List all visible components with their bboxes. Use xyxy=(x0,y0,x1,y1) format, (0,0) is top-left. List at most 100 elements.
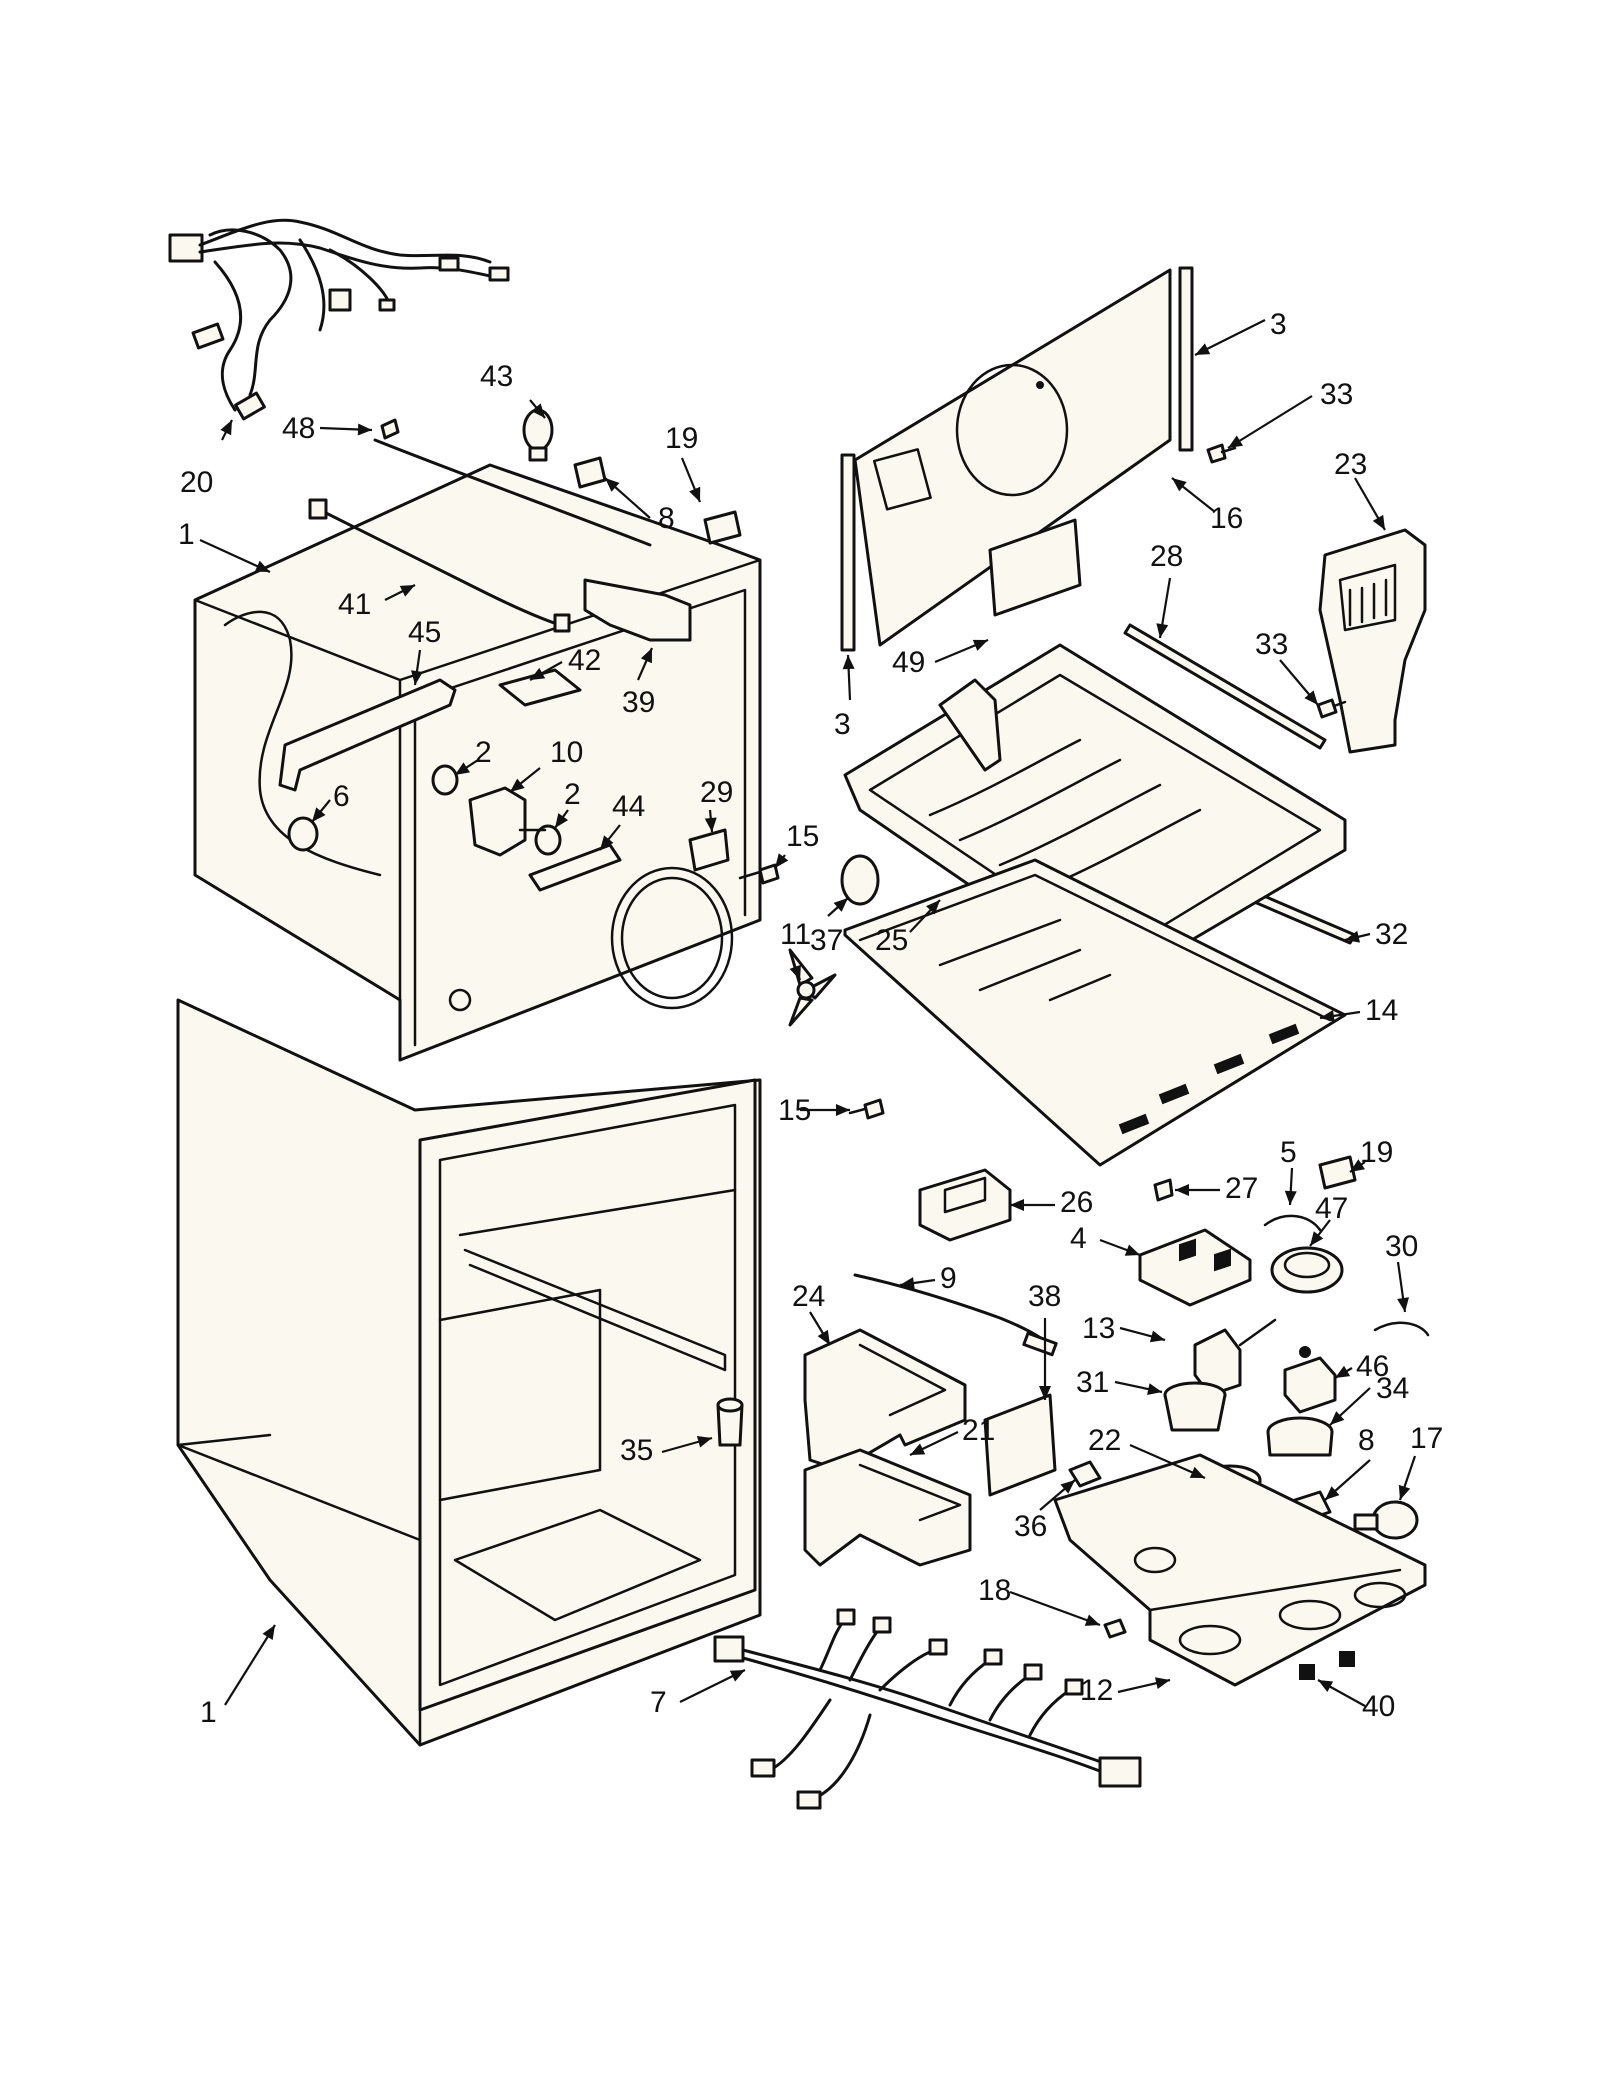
mounting-bracket xyxy=(528,843,622,892)
leader-arrowhead xyxy=(696,1435,712,1448)
leader-arrowhead xyxy=(1189,1466,1205,1478)
screw-fan-upper xyxy=(738,863,780,885)
leader-arrowhead xyxy=(1060,1480,1075,1494)
callout-20: 20 xyxy=(180,466,213,499)
callout-1b: 1 xyxy=(200,1696,217,1729)
callout-17: 17 xyxy=(1410,1422,1443,1455)
leader-arrowhead xyxy=(1330,1411,1345,1425)
leader-arrowhead xyxy=(836,1104,850,1116)
leader-arrowhead xyxy=(605,478,620,492)
wire-lead xyxy=(308,498,571,633)
ice-chute xyxy=(803,1448,972,1567)
lamp-socket-upper xyxy=(573,456,607,489)
mounting-clip xyxy=(1068,1460,1102,1488)
callout-8: 8 xyxy=(658,502,675,535)
callout-46: 46 xyxy=(1356,1350,1389,1383)
callout-11: 11 xyxy=(780,918,811,951)
leader-arrowhead xyxy=(842,655,855,670)
leader-arrowhead xyxy=(1284,1190,1297,1205)
callout-27: 27 xyxy=(1225,1172,1258,1205)
screw-fan-lower xyxy=(848,1098,885,1120)
callout-8b: 8 xyxy=(1358,1424,1375,1457)
drive-cup xyxy=(1163,1381,1227,1432)
callout-18: 18 xyxy=(978,1574,1011,1607)
leader-arrowhead xyxy=(1335,1365,1351,1378)
leader-arrowhead xyxy=(926,900,940,915)
callout-16: 16 xyxy=(1210,502,1243,535)
callout-39: 39 xyxy=(622,686,655,719)
leader-arrowhead xyxy=(455,762,471,775)
leader-arrowhead xyxy=(531,403,545,418)
callout-29: 29 xyxy=(700,776,733,809)
leader-arrowhead xyxy=(1350,1159,1365,1172)
callout-10: 10 xyxy=(550,736,583,769)
callout-33: 33 xyxy=(1320,378,1353,411)
leader-line xyxy=(224,1624,276,1706)
leader-arrowhead xyxy=(704,817,717,832)
bracket xyxy=(988,518,1082,617)
leader-arrowhead xyxy=(817,1329,830,1345)
callout-12: 12 xyxy=(1080,1674,1113,1707)
leader-arrowhead xyxy=(530,667,546,680)
light-bulb-upper xyxy=(522,408,554,462)
leader-arrowhead xyxy=(640,648,652,664)
fan-grommet xyxy=(840,854,880,906)
callout-3: 3 xyxy=(1270,308,1287,341)
leader-arrowhead xyxy=(1124,1244,1140,1256)
screw-control xyxy=(1153,1178,1174,1202)
leader-arrowhead xyxy=(900,1277,915,1289)
screw-lower xyxy=(1316,698,1347,719)
auger-motor xyxy=(1283,1346,1337,1414)
leader-arrowhead xyxy=(1345,930,1361,943)
control-housing xyxy=(918,1168,1012,1242)
leader-arrowhead xyxy=(1304,690,1318,705)
access-panel xyxy=(983,1393,1057,1497)
callout-44: 44 xyxy=(612,790,645,823)
ice-bin-shelf xyxy=(843,858,1347,1167)
screw-upper xyxy=(1206,443,1237,464)
seal-strip-left xyxy=(840,453,856,652)
callout-15: 15 xyxy=(786,820,819,853)
drive-wheel xyxy=(1266,1416,1334,1457)
callout-labels: 20 43 48 19 8 1 41 45 42 39 2 10 6 2 44 … xyxy=(178,308,1443,1729)
leader-arrowhead xyxy=(399,585,415,597)
leader-arrowhead xyxy=(775,853,789,868)
retainer-clip-2 xyxy=(1373,1321,1430,1337)
leader-arrowhead xyxy=(1195,343,1211,355)
callout-5: 5 xyxy=(1280,1136,1297,1169)
callout-47: 47 xyxy=(1315,1192,1348,1225)
callout-2: 2 xyxy=(475,736,492,769)
crank-arm xyxy=(1193,1318,1277,1397)
callout-24: 24 xyxy=(792,1280,825,1313)
callout-25: 25 xyxy=(875,924,908,957)
callout-14: 14 xyxy=(1365,994,1398,1027)
leader-arrowhead xyxy=(1325,1486,1340,1500)
wiring-harness-upper xyxy=(168,218,510,421)
cabinet-liner xyxy=(176,998,762,1747)
leader-arrowhead xyxy=(1318,1680,1334,1693)
callout-33b: 33 xyxy=(1255,628,1288,661)
leader-arrowhead xyxy=(1397,1297,1410,1312)
evaporator-cover xyxy=(853,268,1172,647)
control-knob-2 xyxy=(534,824,562,856)
leader-arrowhead xyxy=(510,778,525,792)
callout-22: 22 xyxy=(1088,1424,1121,1457)
foot-1 xyxy=(1299,1664,1315,1680)
leader-arrowhead xyxy=(1320,1009,1335,1022)
air-duct xyxy=(1318,528,1427,754)
control-board xyxy=(1138,1228,1252,1307)
leader-line xyxy=(1009,1590,1101,1627)
leader-arrowhead xyxy=(1228,435,1244,448)
leader-arrowhead xyxy=(1039,1386,1051,1400)
ice-chute-housing xyxy=(803,1328,967,1472)
fan-bracket xyxy=(688,828,730,872)
leader-arrowhead xyxy=(1175,1184,1189,1196)
leader-arrowhead xyxy=(972,639,988,651)
callout-6: 6 xyxy=(333,780,350,813)
leader-arrowhead xyxy=(262,1625,275,1641)
callout-9: 9 xyxy=(940,1262,957,1295)
callout-7: 7 xyxy=(650,1686,667,1719)
leader-line xyxy=(1227,395,1313,449)
leader-arrowhead xyxy=(1172,478,1187,492)
